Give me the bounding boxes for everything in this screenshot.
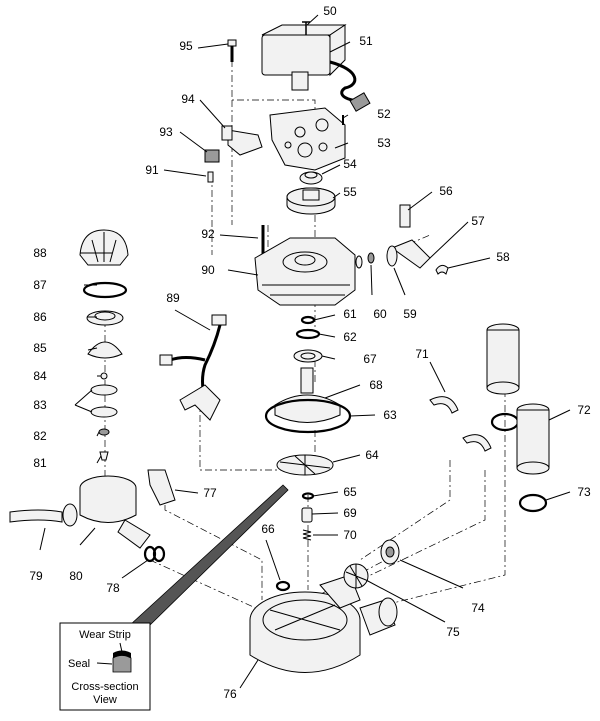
callout-62: 62	[343, 330, 357, 344]
callout-75: 75	[446, 625, 460, 639]
callout-68: 68	[369, 378, 383, 392]
callout-84: 84	[33, 369, 47, 383]
callout-80: 80	[69, 569, 83, 583]
callout-76: 76	[223, 687, 237, 701]
valve-body	[254, 237, 356, 306]
callout-55: 55	[343, 185, 357, 199]
rotor-assembly	[264, 367, 352, 434]
callout-51: 51	[359, 34, 373, 48]
callout-85: 85	[33, 341, 47, 355]
callout-77: 77	[203, 486, 217, 500]
seal-swatch	[112, 655, 132, 673]
cover-plate	[269, 107, 346, 171]
callout-56: 56	[439, 184, 453, 198]
callout-93: 93	[159, 125, 173, 139]
cross-section-label-line1: Cross-section	[71, 681, 138, 693]
screen-86	[86, 310, 124, 326]
o-ring-78b	[152, 545, 166, 563]
callout-54: 54	[343, 157, 357, 171]
callout-65: 65	[343, 485, 357, 499]
callout-83: 83	[33, 398, 47, 412]
callout-78: 78	[106, 581, 120, 595]
o-ring-73	[518, 493, 548, 513]
adapter-lower	[516, 403, 550, 475]
leader-lines	[39, 14, 571, 689]
o-ring-87	[82, 281, 128, 299]
part-83a	[90, 384, 118, 396]
seal-arrow	[96, 662, 113, 665]
wear-strip-label: Wear Strip	[79, 629, 131, 641]
callout-63: 63	[383, 408, 397, 422]
callout-86: 86	[33, 310, 47, 324]
callout-74: 74	[471, 601, 485, 615]
callout-94: 94	[181, 92, 195, 106]
callout-labels: 50 51 95 52 94 53 93 54 91 55 56 57 92 5…	[29, 4, 591, 701]
clip-77	[147, 469, 176, 506]
cross-section-label-line2: View	[93, 694, 117, 706]
callout-89: 89	[166, 291, 180, 305]
part-83b	[90, 406, 118, 418]
callout-64: 64	[365, 448, 379, 462]
side-fittings	[355, 204, 449, 275]
part-84	[100, 372, 108, 380]
callout-60: 60	[373, 307, 387, 321]
wire-harness	[159, 314, 227, 421]
callout-66: 66	[261, 522, 275, 536]
callout-81: 81	[33, 456, 47, 470]
callout-70: 70	[343, 528, 357, 542]
part-81	[99, 451, 109, 461]
callout-87: 87	[33, 278, 47, 292]
callout-79: 79	[29, 569, 43, 583]
callout-61: 61	[343, 307, 357, 321]
callout-92: 92	[201, 227, 215, 241]
callout-72: 72	[577, 403, 591, 417]
plug-69	[301, 507, 313, 523]
turbine-parts	[343, 539, 400, 589]
callout-95: 95	[179, 39, 193, 53]
gear-parts	[286, 171, 336, 215]
clip-71a	[429, 396, 459, 414]
wear-strip-arrow	[119, 642, 123, 653]
cap-88	[79, 229, 129, 266]
callout-91: 91	[145, 163, 159, 177]
callout-67: 67	[363, 352, 377, 366]
washer-67	[293, 349, 323, 363]
screen-85	[87, 341, 123, 359]
adapter-upper	[486, 323, 520, 395]
callout-82: 82	[33, 429, 47, 443]
screw-95	[227, 39, 237, 62]
callout-53: 53	[377, 136, 391, 150]
o-ring-66	[275, 580, 291, 592]
wear-strip-disc	[276, 454, 334, 476]
main-housing	[249, 574, 398, 673]
callout-90: 90	[201, 263, 215, 277]
motor-assembly	[261, 21, 371, 112]
o-ring-62	[295, 328, 321, 340]
callout-57: 57	[471, 214, 485, 228]
callout-73: 73	[577, 485, 591, 499]
callout-71: 71	[415, 347, 429, 361]
switch-bracket	[204, 125, 263, 183]
cross-section-inset: Wear Strip Seal Cross-section View	[59, 484, 289, 711]
callout-69: 69	[343, 506, 357, 520]
callout-59: 59	[403, 307, 417, 321]
callout-50: 50	[323, 4, 337, 18]
injector-housing	[9, 475, 151, 549]
callout-88: 88	[33, 246, 47, 260]
part-82	[98, 428, 110, 436]
o-ring-61	[300, 315, 316, 325]
clip-71b	[462, 434, 492, 452]
inset-frame	[59, 622, 151, 711]
spring-70	[302, 529, 312, 541]
callout-52: 52	[377, 107, 391, 121]
callout-58: 58	[496, 250, 510, 264]
seal-label: Seal	[68, 658, 90, 670]
